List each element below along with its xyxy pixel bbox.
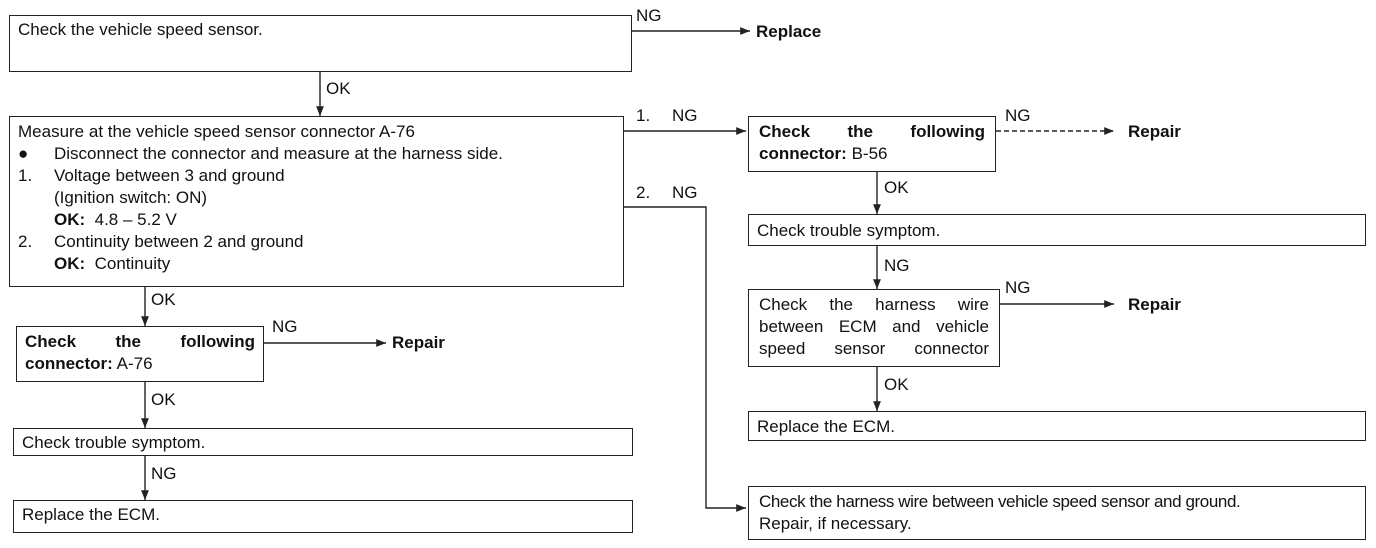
- measure-item2-num: 2.: [18, 232, 33, 251]
- measure-item1-num: 1.: [18, 166, 33, 185]
- trouble-right-text: Check trouble symptom.: [757, 221, 941, 240]
- arrow-measure-ng2: [624, 206, 746, 512]
- box-replace-right: Replace the ECM.: [748, 411, 1366, 441]
- label-a76-ok: OK: [151, 390, 176, 409]
- label-vss-ok: OK: [326, 79, 351, 98]
- box-replace-left: Replace the ECM.: [13, 500, 633, 533]
- label-ng2-num: 2.: [636, 183, 651, 202]
- measure-item1-ok-label: OK:: [54, 210, 86, 229]
- measure-item2-row: 2. Continuity between 2 and ground: [18, 231, 615, 253]
- harness-ecm-line2: between ECM and vehicle: [759, 317, 989, 336]
- label-repair-2: Repair: [1128, 122, 1181, 141]
- b56-line2: connector: B-56: [759, 143, 985, 165]
- label-b56-ok: OK: [884, 178, 909, 197]
- box-trouble-left: Check trouble symptom.: [13, 428, 633, 456]
- box-harness-ecm: Check the harness wire between ECM and v…: [748, 289, 1000, 367]
- replace-right-text: Replace the ECM.: [757, 417, 895, 436]
- label-harness-ecm-ng: NG: [1005, 278, 1031, 297]
- box-trouble-right: Check trouble symptom.: [748, 214, 1366, 246]
- harness-ground-line2: Repair, if necessary.: [759, 514, 912, 533]
- b56-connector-label: connector:: [759, 144, 847, 163]
- label-ng1: NG: [672, 106, 698, 125]
- box-check-vss: Check the vehicle speed sensor.: [9, 15, 632, 72]
- a76-line2: connector: A-76: [25, 353, 255, 375]
- box-measure-connector: Measure at the vehicle speed sensor conn…: [9, 116, 624, 287]
- label-measure-ok: OK: [151, 290, 176, 309]
- box-harness-ground: Check the harness wire between vehicle s…: [748, 486, 1366, 540]
- measure-item1-cond: (Ignition switch: ON): [54, 188, 208, 207]
- measure-item2-ok-value: Continuity: [94, 254, 171, 273]
- label-vss-ng: NG: [636, 6, 662, 25]
- label-trouble-left-ng: NG: [151, 464, 177, 483]
- label-repair-3: Repair: [1128, 295, 1181, 314]
- label-harness-ecm-ok: OK: [884, 375, 909, 394]
- box-connector-a76: Check the following connector: A-76: [16, 326, 264, 382]
- measure-item1-ok-value: 4.8 – 5.2 V: [94, 210, 177, 229]
- harness-ecm-line3: speed sensor connector: [759, 339, 989, 358]
- measure-item2-ok-label: OK:: [54, 254, 86, 273]
- box-connector-b56: Check the following connector: B-56: [748, 116, 996, 172]
- measure-item2: Continuity between 2 and ground: [54, 232, 304, 251]
- label-trouble-right-ng: NG: [884, 256, 910, 275]
- measure-item1-row: 1. Voltage between 3 and ground: [18, 165, 615, 187]
- measure-item2-ok-row: OK: Continuity: [18, 253, 615, 275]
- measure-item1-ok-row: OK: 4.8 – 5.2 V: [18, 209, 615, 231]
- a76-connector-id: A-76: [116, 354, 153, 373]
- measure-bullet: Disconnect the connector and measure at …: [54, 144, 503, 163]
- label-repair-1: Repair: [392, 333, 445, 352]
- bullet-dot-icon: ●: [18, 144, 29, 163]
- replace-left-text: Replace the ECM.: [22, 505, 160, 524]
- label-b56-ng: NG: [1005, 106, 1031, 125]
- trouble-left-text: Check trouble symptom.: [22, 433, 206, 452]
- label-a76-ng: NG: [272, 317, 298, 336]
- measure-title: Measure at the vehicle speed sensor conn…: [18, 122, 415, 141]
- measure-item1: Voltage between 3 and ground: [54, 166, 285, 185]
- a76-connector-label: connector:: [25, 354, 113, 373]
- harness-ecm-line1: Check the harness wire: [759, 295, 989, 314]
- b56-connector-id: B-56: [851, 144, 888, 163]
- harness-ground-line1: Check the harness wire between vehicle s…: [759, 492, 1241, 511]
- label-ng2: NG: [672, 183, 698, 202]
- label-ng1-num: 1.: [636, 106, 651, 125]
- measure-bullet-row: ● Disconnect the connector and measure at…: [18, 143, 615, 165]
- vss-text: Check the vehicle speed sensor.: [18, 20, 263, 39]
- b56-line1: Check the following: [759, 122, 985, 141]
- a76-line1: Check the following: [25, 332, 255, 351]
- label-replace: Replace: [756, 22, 822, 41]
